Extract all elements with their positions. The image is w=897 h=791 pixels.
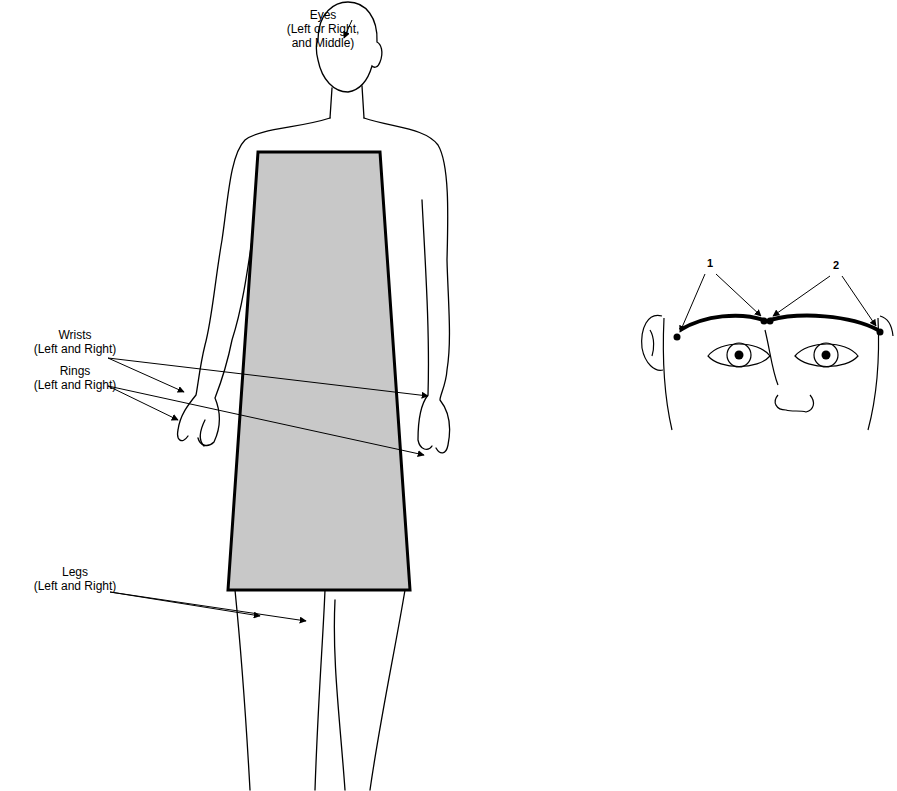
leader-lines — [108, 20, 876, 621]
part-name: Wrists — [58, 328, 91, 342]
callout-number: 2 — [833, 258, 839, 272]
part-note: (Left and Right) — [34, 342, 117, 356]
part-name: Legs — [62, 565, 88, 579]
part-name: Eyes — [310, 8, 337, 22]
part-note: (Left or Right, and Middle) — [277, 22, 369, 50]
part-note: (Left and Right) — [34, 579, 117, 593]
apron-shield — [228, 152, 410, 590]
part-note: (Left and Right) — [34, 378, 117, 392]
face-inset-fill — [674, 318, 884, 360]
face-inset — [642, 315, 893, 430]
callout-number: 1 — [707, 256, 713, 270]
body-outline — [178, 2, 450, 790]
part-name: Rings — [60, 364, 91, 378]
